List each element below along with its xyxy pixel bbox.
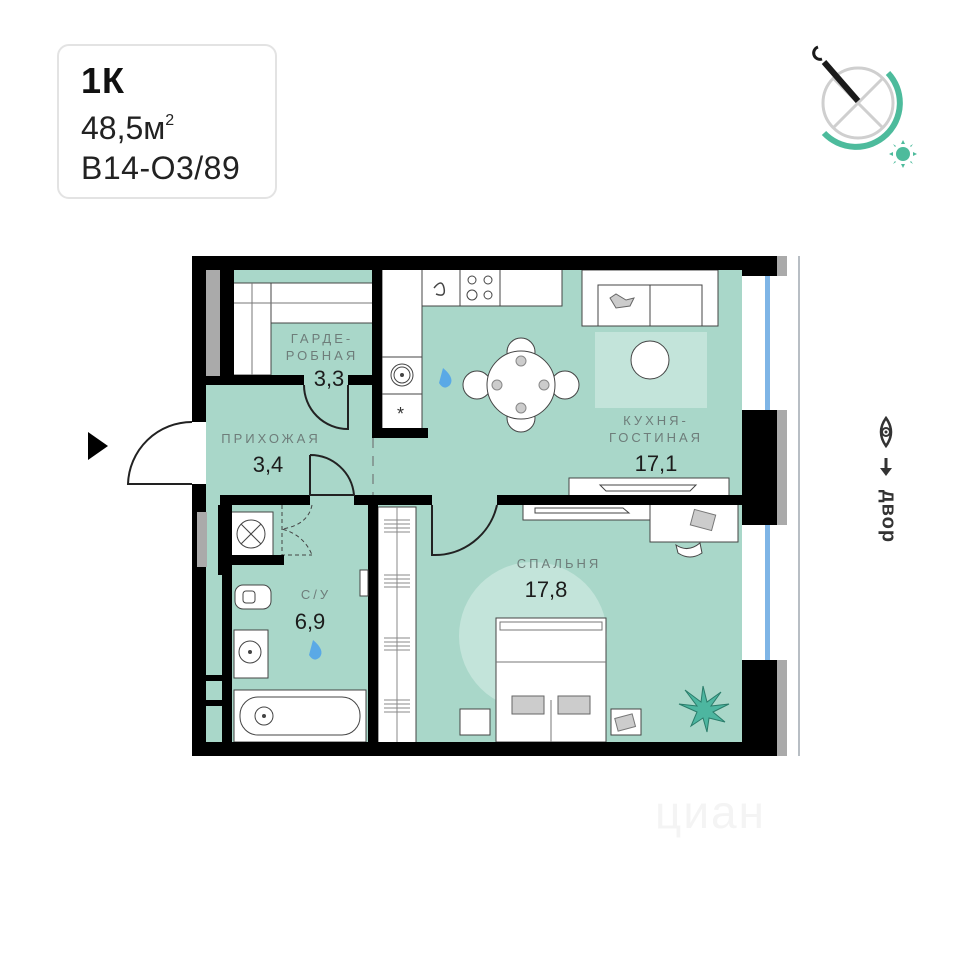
entrance-arrow-icon [88, 432, 108, 460]
svg-text:РОБНАЯ: РОБНАЯ [286, 348, 358, 363]
arrow-icon [880, 458, 892, 476]
room-bathroom: С/У 6,9 [295, 587, 331, 634]
watermark-logo: циан [655, 786, 767, 838]
svg-text:С/У: С/У [301, 587, 331, 602]
hallway-bath-door [309, 453, 356, 496]
wardrobe-door [303, 384, 349, 431]
grey-wall-inserts [197, 256, 787, 756]
sink-icon [390, 363, 414, 387]
room-kitchen-living: КУХНЯ- ГОСТИНАЯ 17,1 [609, 413, 703, 476]
svg-text:ГОСТИНАЯ: ГОСТИНАЯ [609, 430, 703, 445]
view-direction: двор [868, 410, 908, 560]
bedroom-door [431, 504, 498, 557]
sofa [581, 269, 719, 327]
eye-icon [879, 415, 893, 476]
apartment-info-card: 1К 48,5м2 B14-O3/89 [57, 44, 277, 199]
total-area: 48,5м2 [81, 110, 175, 146]
svg-text:ГАРДЕ-: ГАРДЕ- [291, 331, 353, 346]
svg-text:ПРИХОЖАЯ: ПРИХОЖАЯ [221, 431, 321, 446]
room-hallway: ПРИХОЖАЯ 3,4 [221, 431, 321, 477]
stove-icon [466, 275, 493, 301]
fridge-icon: * [397, 404, 404, 424]
svg-text:17,1: 17,1 [635, 451, 678, 476]
coffee-table [630, 340, 670, 380]
fan-icon [433, 282, 446, 296]
desk [649, 501, 739, 558]
water-drop-icon [309, 640, 322, 660]
apartment-type: 1К [81, 60, 125, 101]
entrance-door [126, 421, 193, 485]
room-wardrobe: ГАРДЕ- РОБНАЯ 3,3 [286, 331, 358, 391]
wardrobe-shelving [232, 282, 374, 376]
walls [192, 256, 777, 756]
windows [742, 256, 800, 756]
svg-text:6,9: 6,9 [295, 609, 326, 634]
plant-icon [678, 685, 730, 733]
room-bedroom: СПАЛЬНЯ 17,8 [517, 556, 602, 602]
dog-icon [609, 293, 635, 309]
view-label-text: двор [877, 489, 900, 544]
svg-text:СПАЛЬНЯ: СПАЛЬНЯ [517, 556, 602, 571]
bed [459, 617, 642, 743]
dining-table [462, 337, 580, 433]
chair-icon [675, 542, 703, 558]
svg-text:3,3: 3,3 [314, 366, 345, 391]
bedroom-closet [377, 506, 417, 745]
svg-text:КУХНЯ-: КУХНЯ- [623, 413, 689, 428]
water-drop-icon [439, 368, 452, 388]
unit-code: B14-O3/89 [81, 150, 241, 186]
doors [126, 384, 498, 597]
bathroom-fixtures [228, 504, 367, 743]
svg-text:17,8: 17,8 [525, 577, 568, 602]
svg-text:3,4: 3,4 [253, 452, 284, 477]
toilet-icon [234, 584, 272, 610]
